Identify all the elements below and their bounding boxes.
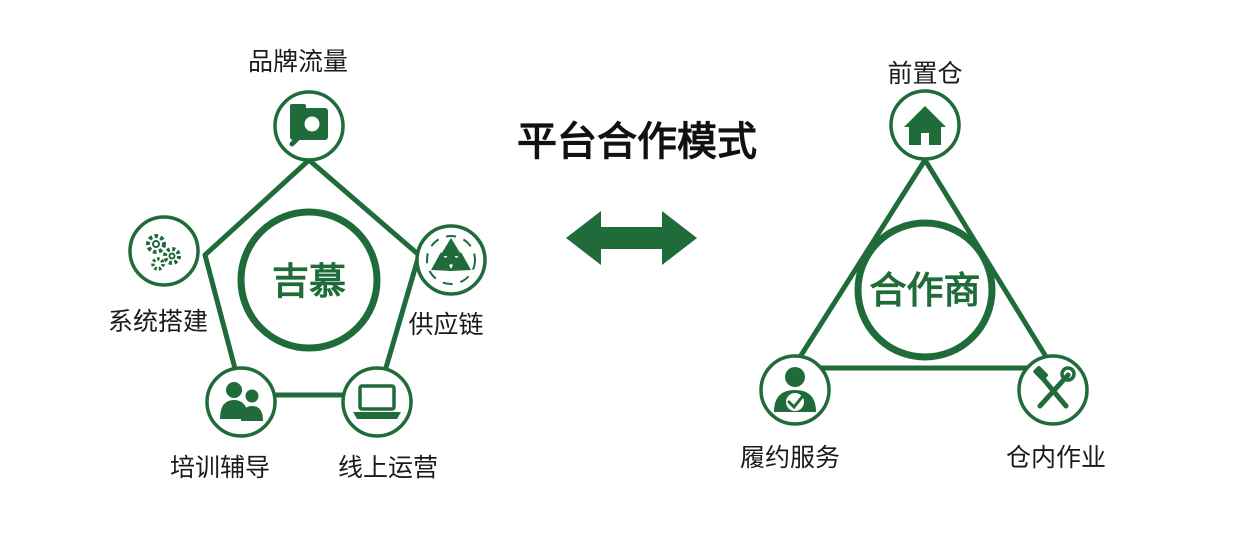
pentagon-outline <box>202 157 422 398</box>
node-fulfillment-service <box>759 354 831 426</box>
node-front-warehouse <box>889 89 961 161</box>
left-group: 吉慕 品牌流量 供应链 <box>108 47 487 482</box>
node-label-supply-chain: 供应链 <box>408 310 483 339</box>
node-label-online-operations: 线上运营 <box>338 453 438 482</box>
tools-icon <box>1033 366 1076 409</box>
double-arrow-icon <box>566 211 697 265</box>
right-center-circle <box>854 219 996 361</box>
node-label-warehouse-operations: 仓内作业 <box>1006 443 1106 472</box>
right-center-label: 合作商 <box>870 269 981 312</box>
left-center-circle <box>237 208 381 352</box>
laptop-icon <box>353 384 401 419</box>
node-system-building <box>128 215 200 287</box>
right-group: 合作商 前置仓 仓内作业 <box>740 59 1106 472</box>
recycle-icon <box>426 235 476 285</box>
node-brand-traffic <box>273 90 345 162</box>
node-warehouse-operations <box>1017 354 1089 426</box>
diagram-title: 平台合作模式 <box>517 119 757 165</box>
node-online-operations <box>341 366 413 438</box>
node-supply-chain <box>415 224 487 296</box>
house-icon <box>904 106 946 145</box>
people-icon <box>220 382 263 421</box>
node-label-training: 培训辅导 <box>170 453 270 482</box>
node-label-front-warehouse: 前置仓 <box>887 59 962 88</box>
user-check-icon <box>774 367 816 412</box>
folder-search-icon <box>289 104 328 147</box>
node-label-system-building: 系统搭建 <box>108 307 208 336</box>
gears-icon <box>146 234 181 271</box>
left-center-label: 吉慕 <box>272 260 346 303</box>
node-training <box>205 366 277 438</box>
node-label-brand-traffic: 品牌流量 <box>248 47 348 76</box>
node-label-fulfillment-service: 履约服务 <box>740 443 840 472</box>
